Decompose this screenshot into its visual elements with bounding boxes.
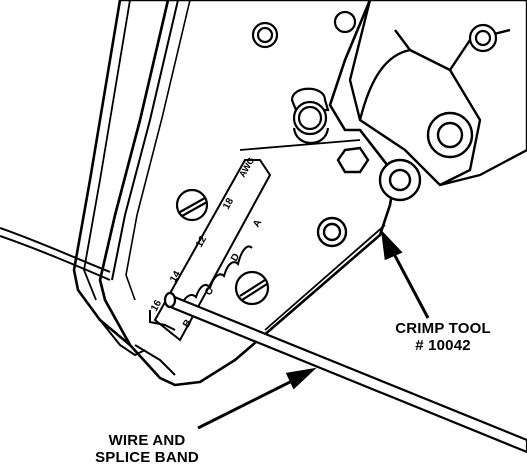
die-label-gauge-18: 18 [221,196,236,212]
callout-crimp-tool-line1: CRIMP TOOL [395,320,491,337]
die-label-letter-d: D [229,252,242,264]
callout-wire-band-line2: SPLICE BAND [95,449,199,466]
bolt-large-lower [378,158,422,202]
die-label-letter-c: C [203,286,216,298]
callout-wire-band-line1: WIRE AND [108,432,186,449]
die-label-gauge-16: 16 [149,298,164,314]
upper-bolts [251,10,498,53]
left-jaw-arm [72,0,170,356]
arrow-crimp-tool [380,229,430,319]
screw-lower [234,270,270,306]
die-label-gauge-12: 12 [194,234,209,250]
leader-arrows [197,229,430,430]
die-label-letter-a: A [251,218,264,230]
die-label-letter-b: B [181,318,194,330]
bolt-top-left [251,21,279,49]
die-labels: AWG 18 12 14 16 A D C B [149,155,264,329]
slotted-screws [175,188,270,306]
bolt-hex-mid [336,146,370,174]
pivot-retainer [290,87,330,144]
bolt-large-upper [426,111,474,159]
wire-splice-band [163,291,527,454]
bolt-top-middle [333,10,357,34]
callout-crimp-tool-line2: # 10042 [415,337,471,354]
callout-crimp-tool: CRIMP TOOL # 10042 [378,320,508,354]
screw-upper [175,188,209,222]
right-bolts [316,111,474,248]
die-label-gauge-14: 14 [168,269,183,285]
wire-left [0,227,111,281]
arrow-wire-band [197,367,317,430]
callout-wire-and-splice-band: WIRE AND SPLICE BAND [72,432,222,466]
bolt-top-right [468,23,498,53]
bolt-plate-center [316,216,348,248]
